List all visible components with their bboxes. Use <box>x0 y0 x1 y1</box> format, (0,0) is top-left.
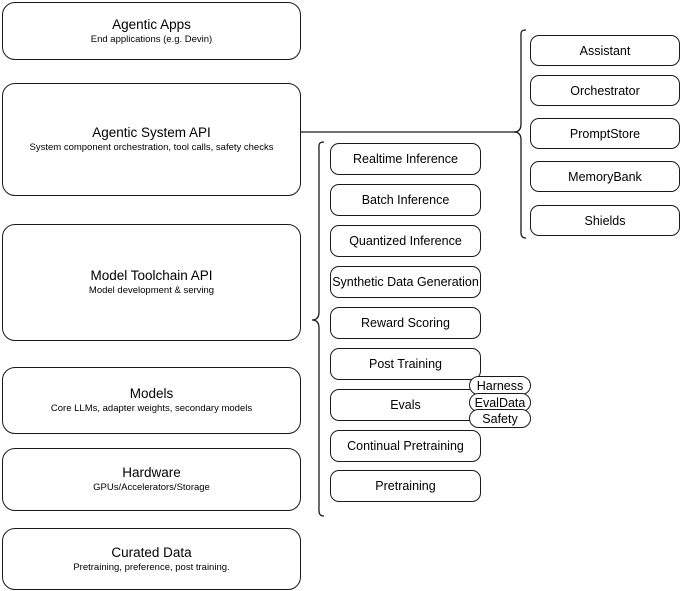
agentic-component-orchestrator[interactable]: Orchestrator <box>530 75 680 106</box>
component-label: Post Training <box>369 357 442 371</box>
connector-agentic-system-to-components <box>300 120 522 146</box>
component-label: Synthetic Data Generation <box>332 275 479 289</box>
stack-layer-subtitle: Pretraining, preference, post training. <box>73 561 230 573</box>
agentic-component-assistant[interactable]: Assistant <box>530 35 680 66</box>
stack-layer-models[interactable]: Models Core LLMs, adapter weights, secon… <box>2 367 301 434</box>
stack-layer-subtitle: Model development & serving <box>88 285 215 296</box>
stack-layer-agentic-system-api[interactable]: Agentic System API System component orch… <box>2 83 301 196</box>
stack-layer-subtitle: End applications (e.g. Devin) <box>90 33 213 45</box>
component-label: PromptStore <box>569 126 641 141</box>
bracket-agentic-components <box>512 28 528 240</box>
agentic-component-shields[interactable]: Shields <box>530 205 680 236</box>
evals-subcomponent-safety[interactable]: Safety <box>469 409 531 428</box>
toolchain-component-evals[interactable]: Evals <box>330 389 481 421</box>
toolchain-component-reward-scoring[interactable]: Reward Scoring <box>330 307 481 339</box>
component-label: Batch Inference <box>361 193 450 207</box>
stack-layer-title: Model Toolchain API <box>90 268 213 283</box>
component-label: Shields <box>584 213 626 228</box>
toolchain-component-batch-inference[interactable]: Batch Inference <box>330 184 481 216</box>
stack-layer-subtitle: Core LLMs, adapter weights, secondary mo… <box>50 403 253 414</box>
component-label: Quantized Inference <box>349 234 462 248</box>
component-label: Safety <box>482 411 518 426</box>
stack-layer-title: Hardware <box>122 465 181 480</box>
stack-layer-subtitle: System component orchestration, tool cal… <box>29 142 274 153</box>
component-label: MemoryBank <box>568 169 642 184</box>
stack-layer-agentic-apps[interactable]: Agentic Apps End applications (e.g. Devi… <box>2 2 301 60</box>
stack-layer-title: Agentic System API <box>92 125 211 140</box>
agentic-component-promptstore[interactable]: PromptStore <box>530 118 680 149</box>
toolchain-component-synthetic-data-generation[interactable]: Synthetic Data Generation <box>330 266 481 298</box>
component-label: Harness <box>476 378 524 393</box>
component-label: Orchestrator <box>570 83 640 98</box>
toolchain-component-pretraining[interactable]: Pretraining <box>330 470 481 502</box>
toolchain-component-post-training[interactable]: Post Training <box>330 348 481 380</box>
toolchain-component-realtime-inference[interactable]: Realtime Inference <box>330 143 481 175</box>
stack-layer-curated-data[interactable]: Curated Data Pretraining, preference, po… <box>2 528 301 590</box>
component-label: Pretraining <box>375 479 436 493</box>
bracket-toolchain-components <box>304 140 326 518</box>
stack-layer-subtitle: GPUs/Accelerators/Storage <box>93 482 210 493</box>
evals-subcomponent-harness[interactable]: Harness <box>469 376 531 395</box>
stack-layer-title: Models <box>129 386 174 401</box>
component-label: Continual Pretraining <box>347 439 464 453</box>
stack-layer-model-toolchain-api[interactable]: Model Toolchain API Model development & … <box>2 224 301 341</box>
toolchain-component-continual-pretraining[interactable]: Continual Pretraining <box>330 430 481 462</box>
component-label: Assistant <box>579 43 631 58</box>
component-label: Evals <box>390 398 421 412</box>
component-label: Reward Scoring <box>361 316 450 330</box>
component-label: EvalData <box>474 395 526 410</box>
component-label: Realtime Inference <box>353 152 458 166</box>
agentic-component-memorybank[interactable]: MemoryBank <box>530 161 680 192</box>
stack-layer-hardware[interactable]: Hardware GPUs/Accelerators/Storage <box>2 448 301 511</box>
toolchain-component-quantized-inference[interactable]: Quantized Inference <box>330 225 481 257</box>
evals-subcomponent-evaldata[interactable]: EvalData <box>469 393 531 412</box>
stack-layer-title: Agentic Apps <box>112 16 191 32</box>
stack-layer-title: Curated Data <box>111 544 192 560</box>
